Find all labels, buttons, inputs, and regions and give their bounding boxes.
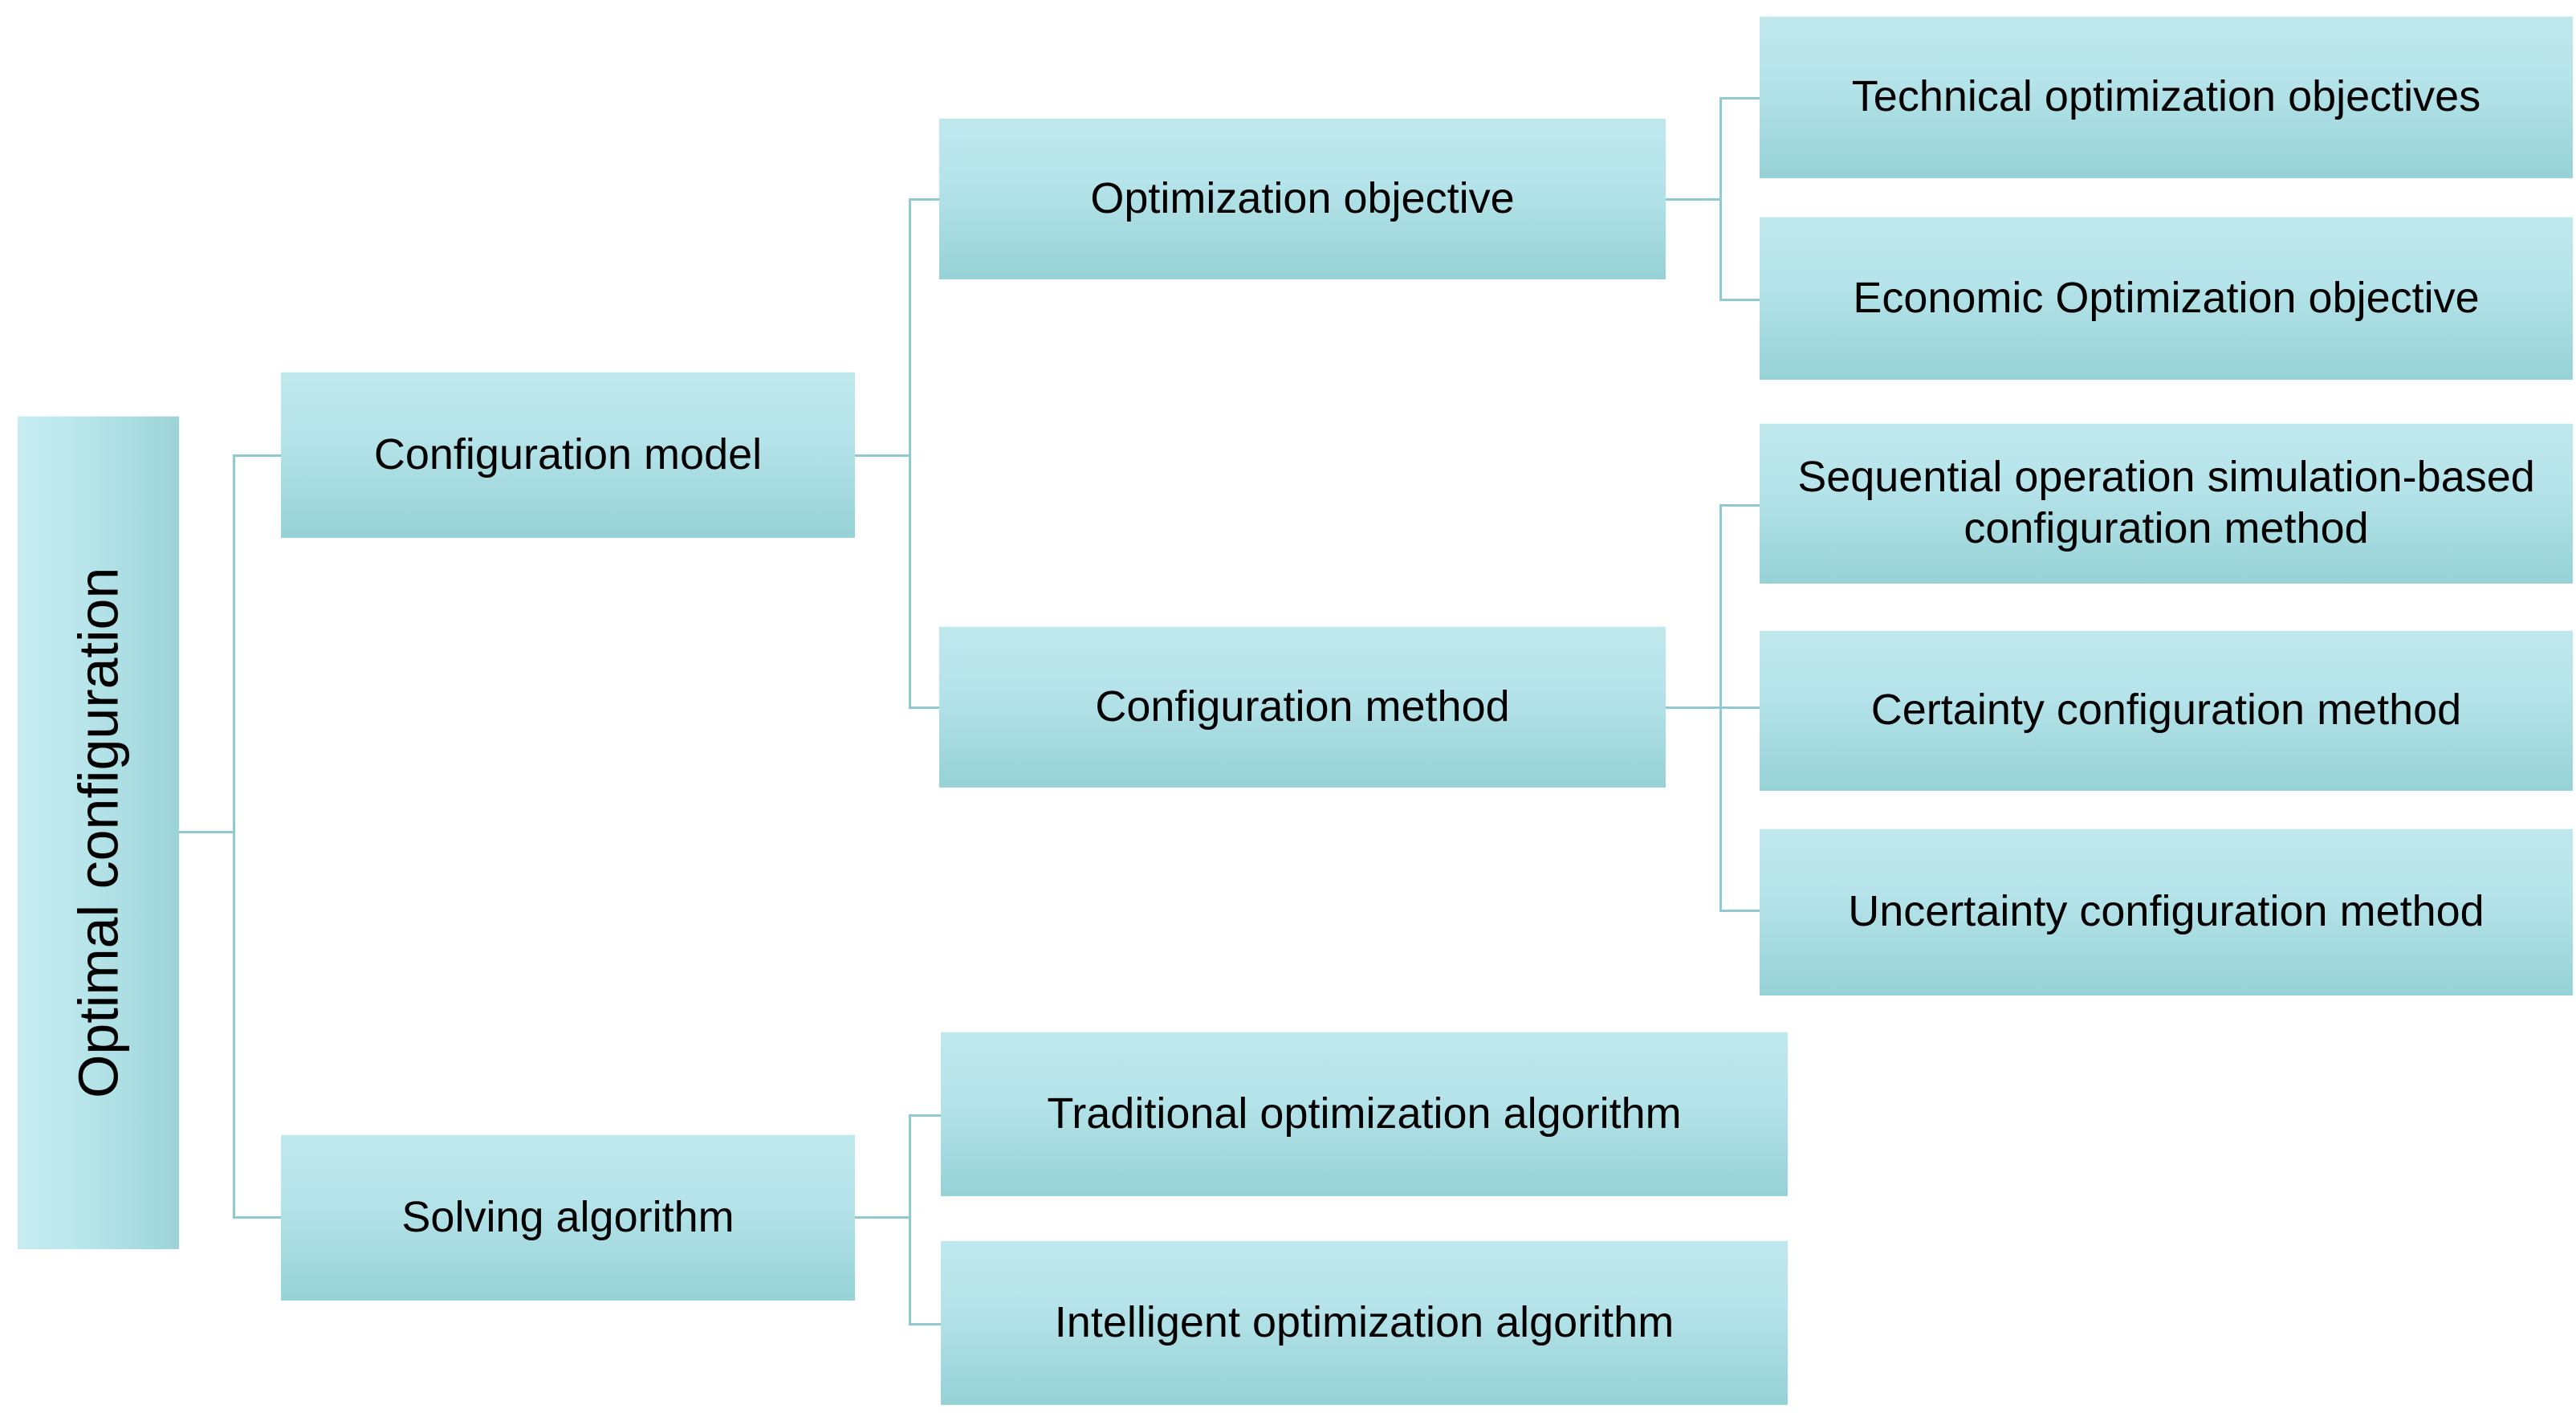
connector-configuration-method-stub [1666,706,1722,709]
node-economic-optimization-objective[interactable]: Economic Optimization objective [1760,217,2573,380]
connector-optimization-objective-to-economic [1719,299,1763,301]
node-optimization-objective[interactable]: Optimization objective [939,118,1666,279]
connector-configuration-method-to-uncertainty [1719,910,1763,912]
connector-configuration-model-stub [855,454,911,457]
node-optimal-configuration-label: Optimal configuration [67,567,130,1098]
node-configuration-model[interactable]: Configuration model [281,372,855,538]
node-traditional-optimization-algorithm-label: Traditional optimization algorithm [1047,1089,1682,1138]
connector-configuration-method-to-certainty [1719,706,1763,709]
connector-optimization-objective-stub [1666,198,1722,201]
connector-root-stub [179,831,235,833]
connector-configuration-method-to-sequential [1719,504,1763,507]
node-configuration-method[interactable]: Configuration method [939,626,1666,788]
connector-optimization-objective-to-technical [1719,97,1763,100]
connector-configuration-model-to-configuration-method [909,706,942,709]
connector-configuration-model-to-optimization-objective [909,198,942,201]
connector-root-to-configuration-model [233,454,283,457]
node-intelligent-optimization-algorithm-label: Intelligent optimization algorithm [1054,1297,1675,1346]
node-uncertainty-configuration-method-label: Uncertainty configuration method [1848,887,2484,936]
connector-optimization-objective-spine [1719,97,1722,301]
node-configuration-model-label: Configuration model [373,430,763,478]
node-solving-algorithm[interactable]: Solving algorithm [281,1134,855,1301]
node-economic-optimization-objective-label: Economic Optimization objective [1853,273,2480,322]
node-sequential-operation-simulation-based-configuration-method-label: Sequential operation simulation-based co… [1797,453,2535,552]
connector-root-spine [233,454,235,1219]
connector-solving-algorithm-spine [909,1114,911,1325]
connector-root-to-solving-algorithm [233,1216,283,1219]
connector-solving-algorithm-stub [855,1216,911,1219]
node-optimization-objective-label: Optimization objective [1090,173,1515,222]
connector-solving-algorithm-to-intelligent [909,1323,944,1325]
node-certainty-configuration-method-label: Certainty configuration method [1870,686,2462,735]
node-configuration-method-label: Configuration method [1095,682,1510,731]
node-technical-optimization-objectives[interactable]: Technical optimization objectives [1760,16,2573,178]
connector-solving-algorithm-to-traditional [909,1114,944,1117]
node-sequential-operation-simulation-based-configuration-method[interactable]: Sequential operation simulation-based co… [1760,423,2573,584]
node-traditional-optimization-algorithm[interactable]: Traditional optimization algorithm [941,1032,1788,1196]
node-optimal-configuration[interactable]: Optimal configuration [18,416,179,1249]
node-solving-algorithm-label: Solving algorithm [401,1192,735,1241]
node-certainty-configuration-method[interactable]: Certainty configuration method [1760,630,2573,791]
connector-configuration-model-spine [909,198,911,709]
node-intelligent-optimization-algorithm[interactable]: Intelligent optimization algorithm [941,1240,1788,1405]
node-uncertainty-configuration-method[interactable]: Uncertainty configuration method [1760,829,2573,995]
node-technical-optimization-objectives-label: Technical optimization objectives [1851,72,2481,121]
